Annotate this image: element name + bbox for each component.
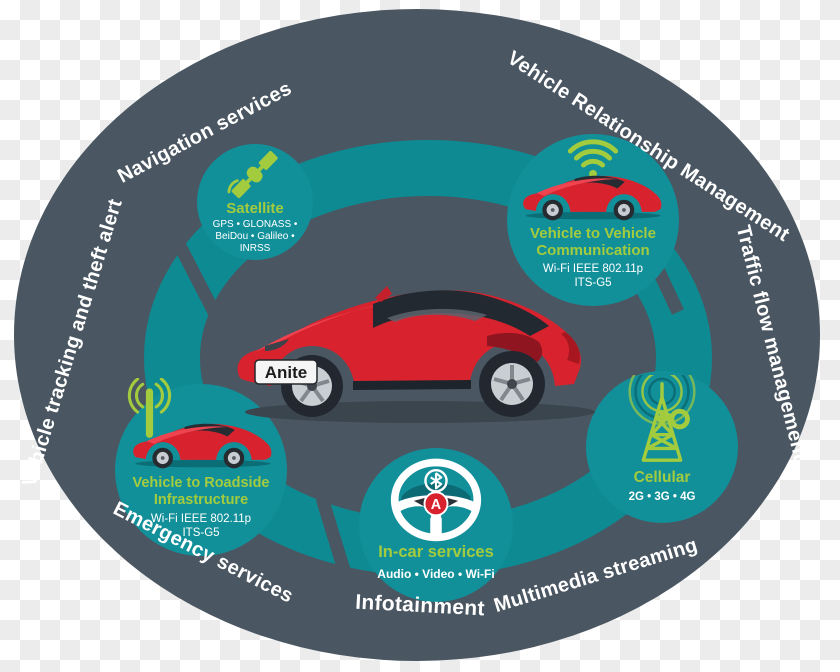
- node-subtitle: Wi-Fi IEEE 802.11p: [150, 513, 252, 525]
- node-subtitle: 2G • 3G • 4G: [628, 491, 696, 503]
- anite-logo-letter: A: [431, 497, 442, 513]
- node-title: Infrastructure: [153, 492, 249, 508]
- node-title: Vehicle to Roadside: [132, 475, 270, 491]
- node-subtitle: Wi-Fi IEEE 802.11p: [542, 263, 644, 275]
- node-title: In-car services: [378, 543, 494, 561]
- license-plate: Anite: [265, 363, 308, 382]
- node-cellular: Cellular 2G • 3G • 4G: [586, 371, 738, 523]
- node-subtitle: INRSS: [239, 243, 271, 254]
- node-satellite: Satellite GPS • GLONASS • BeiDou • Galil…: [197, 144, 313, 260]
- node-title: Communication: [536, 242, 650, 259]
- satellite-icon: [224, 150, 286, 204]
- ring-gap: [174, 243, 220, 315]
- node-subtitle: GPS • GLONASS •: [212, 219, 298, 230]
- node-title: Satellite: [226, 200, 284, 217]
- node-subtitle: ITS-G5: [182, 527, 220, 539]
- roadside-antenna-icon: [121, 378, 179, 442]
- rear-wheel: [479, 351, 545, 417]
- center-car-illustration: Anite: [237, 286, 595, 423]
- node-title: Cellular: [633, 469, 691, 486]
- license-plate-group: Anite: [254, 359, 318, 385]
- red-car-icon: [518, 166, 668, 224]
- node-title: Vehicle to Vehicle: [530, 225, 656, 242]
- cell-tower-icon: [615, 375, 709, 467]
- node-subtitle: BeiDou • Galileo •: [215, 231, 295, 242]
- node-subtitle: Audio • Video • Wi-Fi: [377, 567, 495, 581]
- node-subtitle: ITS-G5: [574, 277, 612, 289]
- steering-wheel-icon: A: [388, 456, 484, 542]
- node-incar-services: A In-car services Audio • Video • Wi-Fi: [359, 448, 513, 602]
- red-car-icon: [128, 414, 278, 472]
- node-vehicle-to-vehicle: Vehicle to Vehicle Communication Wi-Fi I…: [507, 134, 679, 306]
- wifi-icon: [564, 138, 622, 180]
- ring-gap: [315, 496, 351, 572]
